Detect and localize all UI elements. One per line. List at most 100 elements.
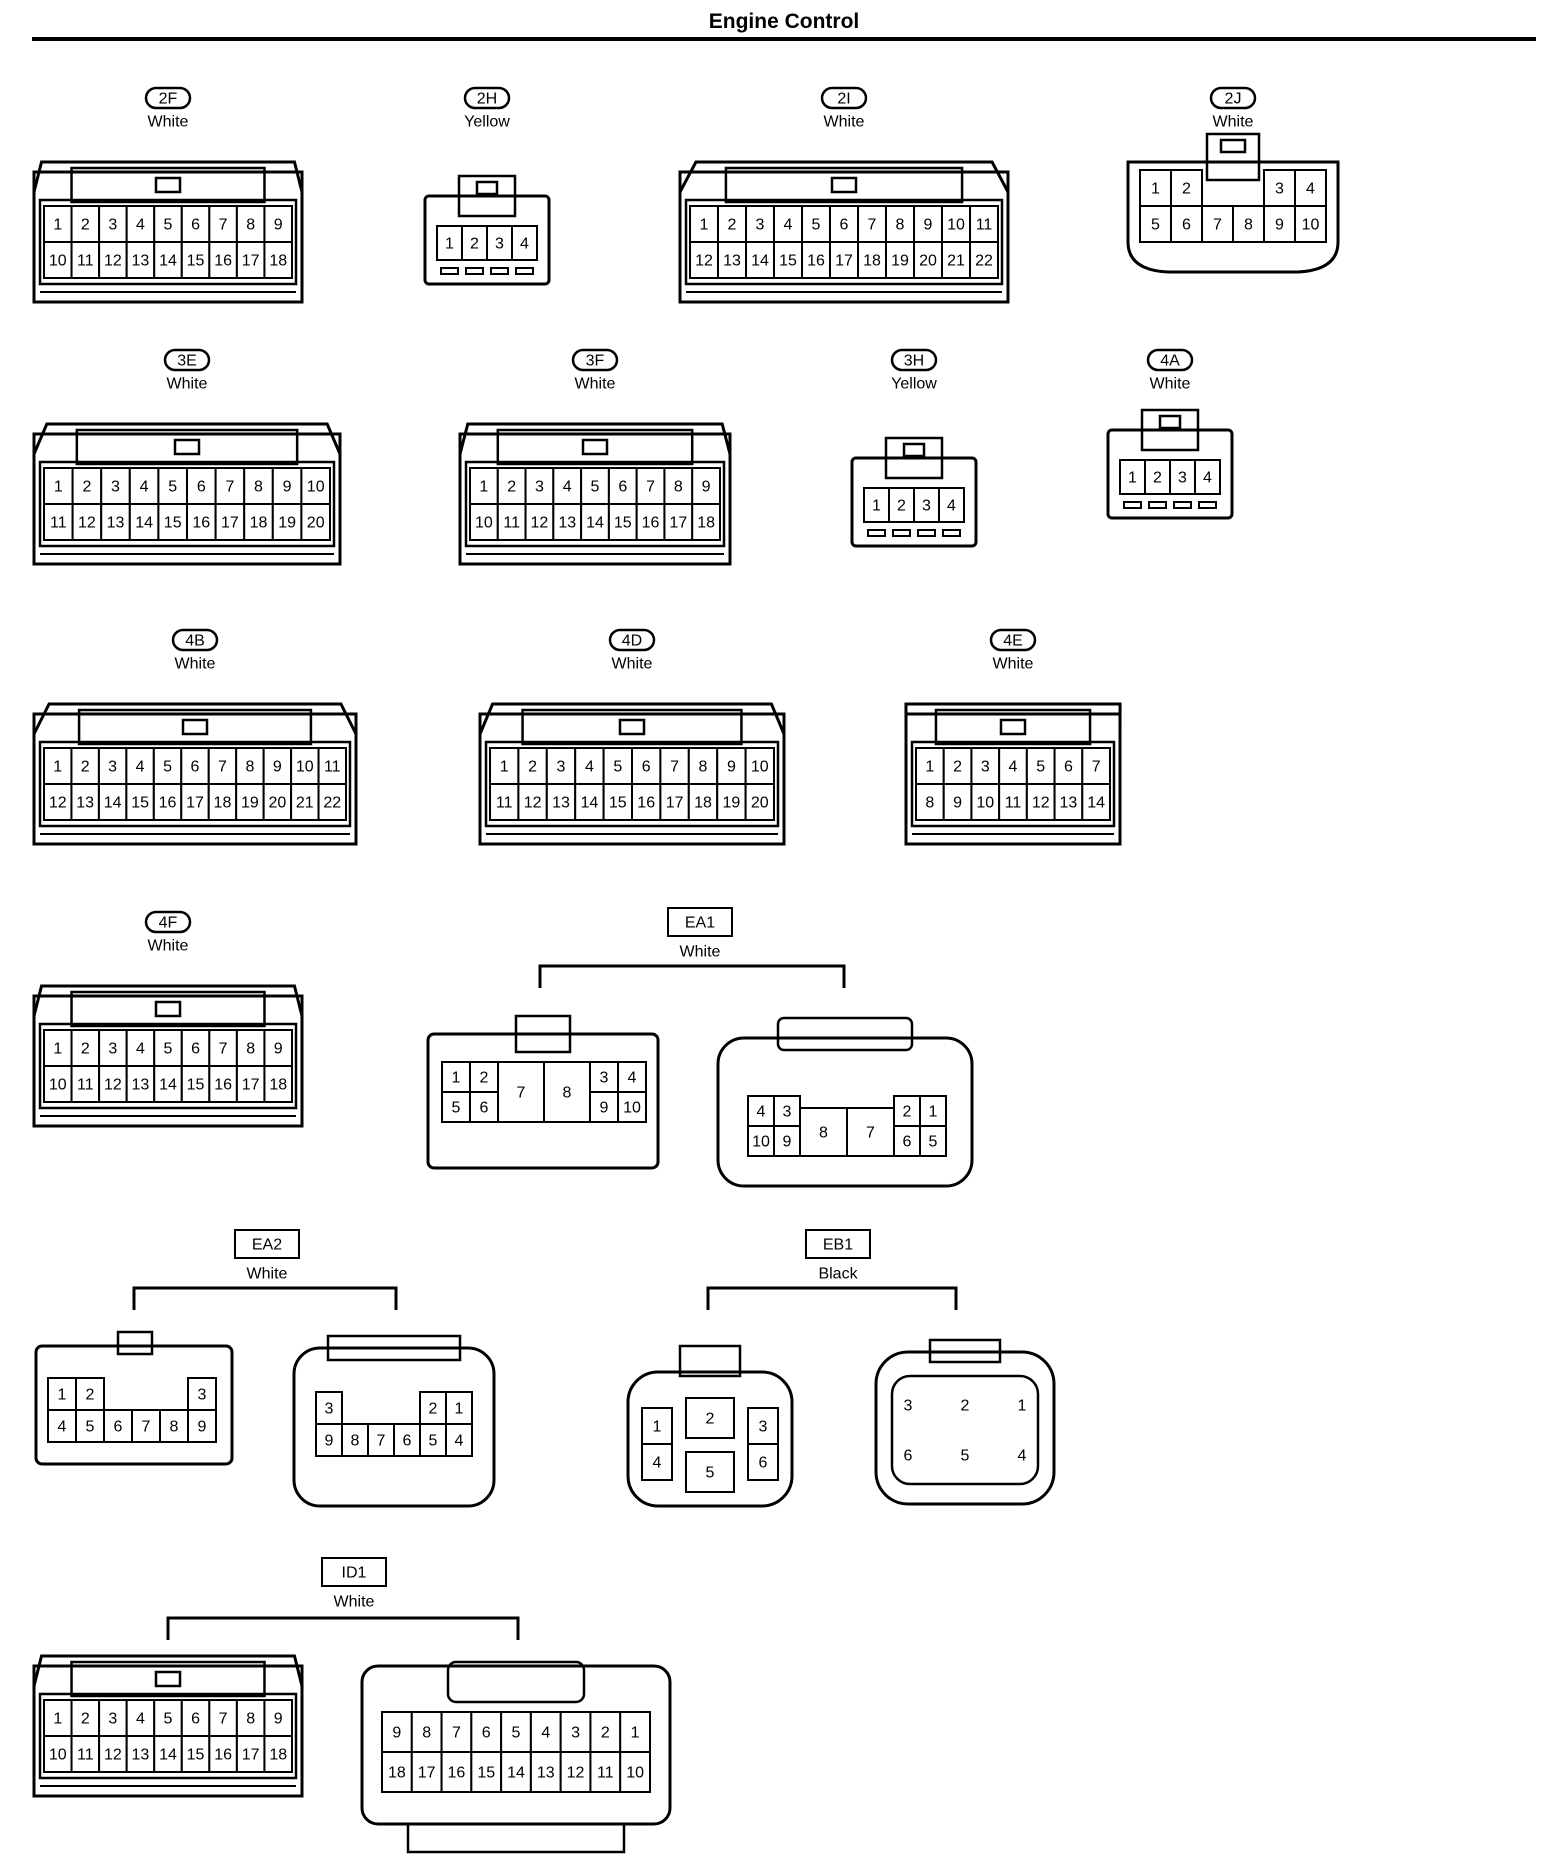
pin-number: 10 (296, 759, 314, 776)
connector-color: White (824, 114, 865, 131)
pin-number: 11 (496, 795, 513, 812)
pin-number: 7 (219, 217, 228, 234)
pin-number: 4 (563, 479, 572, 496)
connector-shell (423, 194, 551, 286)
pin-number: 7 (1092, 759, 1101, 776)
pin-cell (1081, 747, 1112, 785)
pin-number: 12 (49, 795, 67, 812)
pair-bracket (538, 964, 846, 988)
connector-shell (716, 1036, 974, 1188)
lock-housing (678, 1344, 742, 1378)
shell-slot (867, 529, 886, 537)
pin-cell (180, 783, 210, 821)
pin-cavity (464, 460, 726, 548)
pin-number: 3 (600, 1070, 609, 1087)
pin-number: 10 (475, 515, 493, 532)
connector-shell (850, 456, 978, 548)
pin-number: 7 (868, 217, 877, 234)
pin-cavity (38, 198, 298, 286)
pin-number: 17 (669, 515, 687, 532)
pin-number: 8 (246, 217, 255, 234)
pin-number: 18 (388, 1765, 406, 1782)
lock-tab (475, 180, 499, 196)
pin-number: 9 (274, 1041, 283, 1058)
pin-number: 1 (53, 217, 62, 234)
pin-number: 7 (1213, 217, 1222, 234)
pin-number: 6 (642, 759, 651, 776)
pin-number: 8 (422, 1725, 431, 1742)
connector-id-tag (1209, 86, 1257, 110)
connector-top (32, 160, 304, 193)
pin-number: 17 (242, 253, 260, 270)
pin-number: 1 (631, 1725, 640, 1742)
pin-number: 11 (597, 1765, 614, 1782)
pin-number: 6 (480, 1100, 489, 1117)
pin-number: 14 (135, 515, 153, 532)
pin-number: 19 (278, 515, 296, 532)
pin-number: 9 (283, 479, 292, 496)
pin-number: 9 (198, 1419, 207, 1436)
pin-number: 9 (924, 217, 933, 234)
pin-number: 17 (242, 1077, 260, 1094)
pin-number: 3 (108, 1041, 117, 1058)
pin-number: 1 (872, 498, 881, 515)
pin-cavity (890, 1374, 1040, 1486)
pin-number: 5 (164, 217, 173, 234)
pin-cell (685, 1451, 735, 1493)
pin-number: 1 (500, 759, 509, 776)
pin-number: 3 (325, 1401, 334, 1418)
pin-number: 8 (351, 1433, 360, 1450)
lock-tab (181, 718, 209, 736)
connector-color: Yellow (464, 114, 510, 131)
connector-id: 4B (185, 633, 205, 650)
shell-slot (917, 529, 936, 537)
connector-id-tag (171, 628, 219, 652)
pin-number: 15 (614, 515, 632, 532)
pin-cell (744, 783, 775, 821)
connector-shell (32, 712, 358, 846)
pin-cell (180, 1699, 211, 1737)
pin-number: 16 (448, 1765, 466, 1782)
pin-number: 15 (609, 795, 627, 812)
pin-number: 5 (168, 479, 177, 496)
pin-number: 2 (961, 1398, 970, 1415)
pin-cell (574, 783, 605, 821)
connector-shell (874, 1350, 1056, 1506)
pin-number: 14 (159, 253, 177, 270)
pin-cell (262, 747, 293, 785)
lock-tab (154, 1670, 182, 1688)
pin-number: 22 (323, 795, 341, 812)
lock-housing (457, 174, 517, 218)
pin-cell (617, 1091, 647, 1123)
connector-color: White (612, 656, 653, 673)
pin-number: 7 (219, 1041, 228, 1058)
pin-number: 12 (531, 515, 549, 532)
pin-number: 19 (891, 253, 909, 270)
pin-cell (125, 1735, 156, 1773)
pin-cell (511, 225, 538, 261)
shell-slot (515, 267, 534, 275)
pin-cell (43, 1029, 73, 1067)
pin-cell (243, 503, 274, 541)
pin-cell (152, 783, 183, 821)
pin-cell (263, 1735, 294, 1773)
pin-cavity (38, 740, 352, 828)
pin-number: 5 (452, 1100, 461, 1117)
connector-id-tag (571, 348, 619, 372)
pin-number: 4 (784, 217, 793, 234)
pin-cell (125, 783, 155, 821)
pin-number: 4 (58, 1419, 67, 1436)
connector-color: Yellow (891, 376, 937, 393)
pin-number: 14 (159, 1747, 177, 1764)
pin-number: 4 (136, 1711, 145, 1728)
pin-number: 7 (142, 1419, 151, 1436)
pin-cell (440, 1751, 473, 1793)
pin-cell (470, 1751, 503, 1793)
